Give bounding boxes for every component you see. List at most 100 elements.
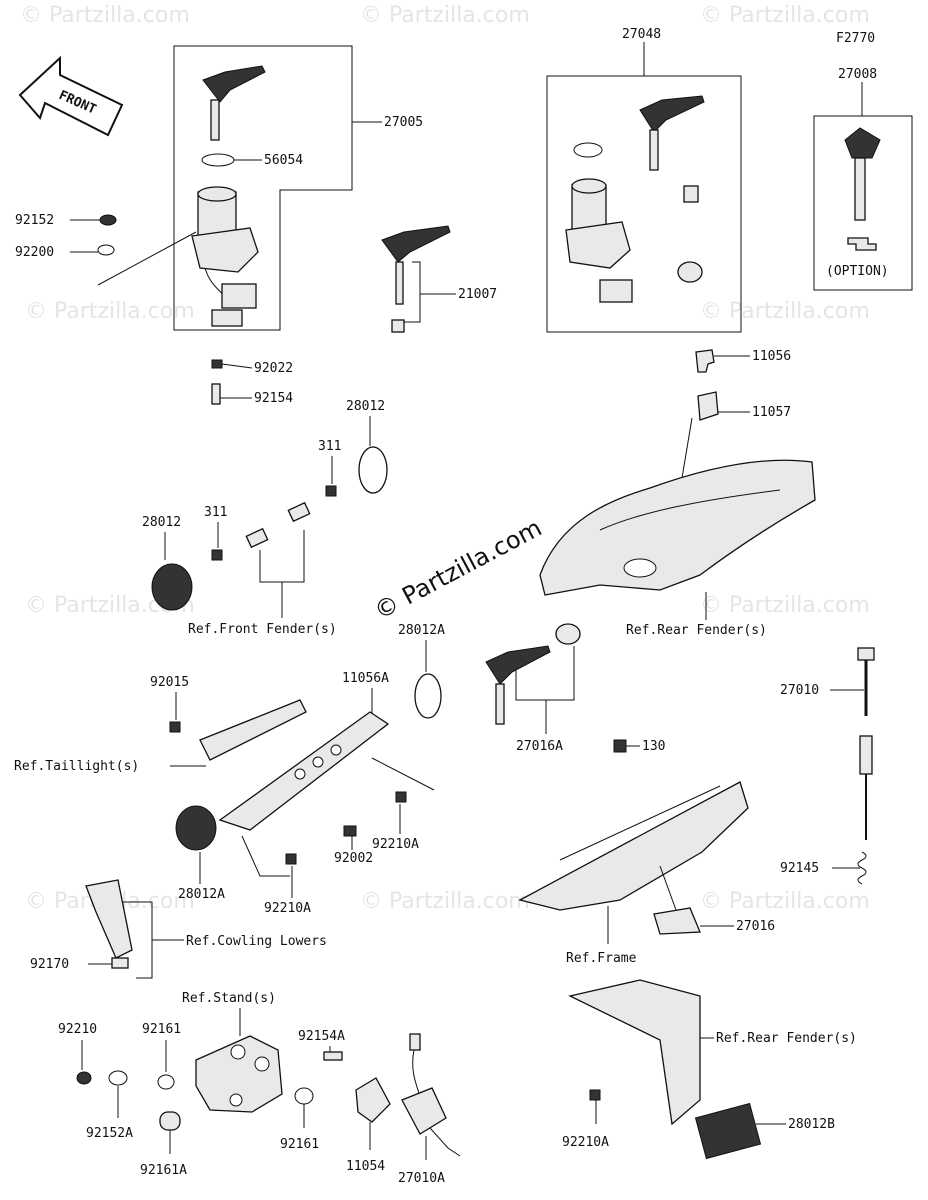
ref-taillight-label: Ref.Taillight(s) bbox=[14, 759, 139, 774]
cable-27010-end bbox=[857, 647, 875, 661]
part-11056A-label: 11056A bbox=[342, 671, 389, 686]
reflector-28012-left bbox=[151, 563, 193, 611]
cable-27010-sleeve bbox=[859, 735, 873, 775]
reflector-28012A-bottom bbox=[175, 805, 217, 851]
part-28012-top-label: 28012 bbox=[346, 399, 385, 414]
frame-section bbox=[518, 781, 749, 911]
ignition-keys-icon bbox=[202, 65, 266, 141]
part-92161-top-label: 92161 bbox=[142, 1022, 181, 1037]
watermark: © Partzilla.com bbox=[360, 889, 530, 914]
key-set-21007-icon bbox=[381, 225, 451, 333]
part-21007-label: 21007 bbox=[458, 287, 497, 302]
washer-92200 bbox=[97, 244, 115, 256]
part-27016A-label: 27016A bbox=[516, 739, 563, 754]
bolt-92152 bbox=[99, 214, 117, 226]
washer-92161-top bbox=[157, 1074, 175, 1090]
part-92002-label: 92002 bbox=[334, 851, 373, 866]
switch-bracket-11054 bbox=[355, 1077, 391, 1123]
part-92154-label: 92154 bbox=[254, 391, 293, 406]
part-92210A-mid-label: 92210A bbox=[372, 837, 419, 852]
rear-fender-bottom bbox=[568, 979, 701, 1126]
bolt-92170 bbox=[111, 957, 129, 969]
option-key-box bbox=[813, 115, 913, 291]
part-311-left-label: 311 bbox=[204, 505, 227, 520]
ref-rear-fender-bottom-label: Ref.Rear Fender(s) bbox=[716, 1031, 857, 1046]
screw-92002 bbox=[343, 825, 357, 837]
ignition-switch-icon bbox=[191, 186, 259, 327]
washer-92161-mid bbox=[294, 1087, 314, 1105]
front-arrow: FRONT bbox=[18, 55, 124, 137]
part-27016-label: 27016 bbox=[736, 919, 775, 934]
watermark: © Partzilla.com bbox=[700, 299, 870, 324]
bolt-92154 bbox=[211, 383, 221, 405]
key-set-27016A-icon bbox=[485, 645, 551, 725]
part-92210-label: 92210 bbox=[58, 1022, 97, 1037]
ref-frame-label: Ref.Frame bbox=[566, 951, 637, 966]
seat-lock-27016 bbox=[653, 907, 701, 935]
part-92210A-low-label: 92210A bbox=[264, 901, 311, 916]
part-11057-label: 11057 bbox=[752, 405, 791, 420]
part-92210A-right-label: 92210A bbox=[562, 1135, 609, 1150]
washer-92152A bbox=[108, 1070, 128, 1086]
ref-stand-label: Ref.Stand(s) bbox=[182, 991, 276, 1006]
part-27010-label: 27010 bbox=[780, 683, 819, 698]
clip-11057 bbox=[697, 391, 719, 421]
option-label: (OPTION) bbox=[826, 264, 889, 279]
nut-92210A-right bbox=[589, 1089, 601, 1101]
washer-56054 bbox=[201, 153, 235, 167]
reflector-28012B bbox=[694, 1102, 762, 1160]
part-28012A-bottom-label: 28012A bbox=[178, 887, 225, 902]
part-92170-label: 92170 bbox=[30, 957, 69, 972]
side-stand-switch-27010A-icon bbox=[401, 1033, 461, 1157]
screw-92154A bbox=[323, 1051, 343, 1061]
part-92152A-label: 92152A bbox=[86, 1126, 133, 1141]
part-92015-label: 92015 bbox=[150, 675, 189, 690]
clip-11056 bbox=[695, 349, 715, 373]
watermark: © Partzilla.com bbox=[700, 593, 870, 618]
part-130-label: 130 bbox=[642, 739, 665, 754]
stand-bracket bbox=[195, 1035, 283, 1113]
nut-92015 bbox=[169, 721, 181, 733]
spacer-left bbox=[245, 527, 269, 549]
part-27008-label: 27008 bbox=[838, 67, 877, 82]
part-92161A-label: 92161A bbox=[140, 1163, 187, 1178]
center-watermark: © Partzilla.com bbox=[370, 514, 547, 626]
watermark: © Partzilla.com bbox=[700, 3, 870, 28]
part-27048-label: 27048 bbox=[622, 27, 661, 42]
key-set-27048-icon bbox=[565, 95, 705, 303]
seat-lock-cylinder bbox=[555, 623, 581, 645]
part-27010A-label: 27010A bbox=[398, 1171, 445, 1186]
nut-311-left bbox=[211, 549, 223, 561]
bolt-130 bbox=[613, 739, 627, 753]
taillight-bracket bbox=[199, 699, 307, 761]
part-92200-label: 92200 bbox=[15, 245, 54, 260]
watermark: © Partzilla.com bbox=[20, 3, 190, 28]
part-28012A-right-label: 28012A bbox=[398, 623, 445, 638]
part-311-top-label: 311 bbox=[318, 439, 341, 454]
set-27048-box bbox=[546, 75, 742, 333]
watermark: © Partzilla.com bbox=[700, 889, 870, 914]
spacer-top bbox=[287, 501, 311, 523]
rear-fender-top bbox=[539, 459, 816, 596]
nut-311-top bbox=[325, 485, 337, 497]
key-blank-icon bbox=[844, 127, 881, 251]
part-28012B-label: 28012B bbox=[788, 1117, 835, 1132]
part-92152-label: 92152 bbox=[15, 213, 54, 228]
ref-cowling-lowers-label: Ref.Cowling Lowers bbox=[186, 934, 327, 949]
ref-rear-fender-top-label: Ref.Rear Fender(s) bbox=[626, 623, 767, 638]
reflector-28012-top bbox=[358, 446, 388, 494]
part-56054-label: 56054 bbox=[264, 153, 303, 168]
spring-92145 bbox=[857, 851, 867, 885]
cap-92210 bbox=[76, 1071, 92, 1085]
part-27005-label: 27005 bbox=[384, 115, 423, 130]
part-92022-label: 92022 bbox=[254, 361, 293, 376]
part-11056-label: 11056 bbox=[752, 349, 791, 364]
nut-92022 bbox=[211, 359, 223, 369]
part-28012-left-label: 28012 bbox=[142, 515, 181, 530]
part-92161-mid-label: 92161 bbox=[280, 1137, 319, 1152]
nut-92210A-low bbox=[285, 853, 297, 865]
bushing-92161A bbox=[159, 1111, 181, 1131]
watermark-layer: © Partzilla.com © Partzilla.com © Partzi… bbox=[20, 3, 870, 914]
nut-92210A-mid bbox=[395, 791, 407, 803]
